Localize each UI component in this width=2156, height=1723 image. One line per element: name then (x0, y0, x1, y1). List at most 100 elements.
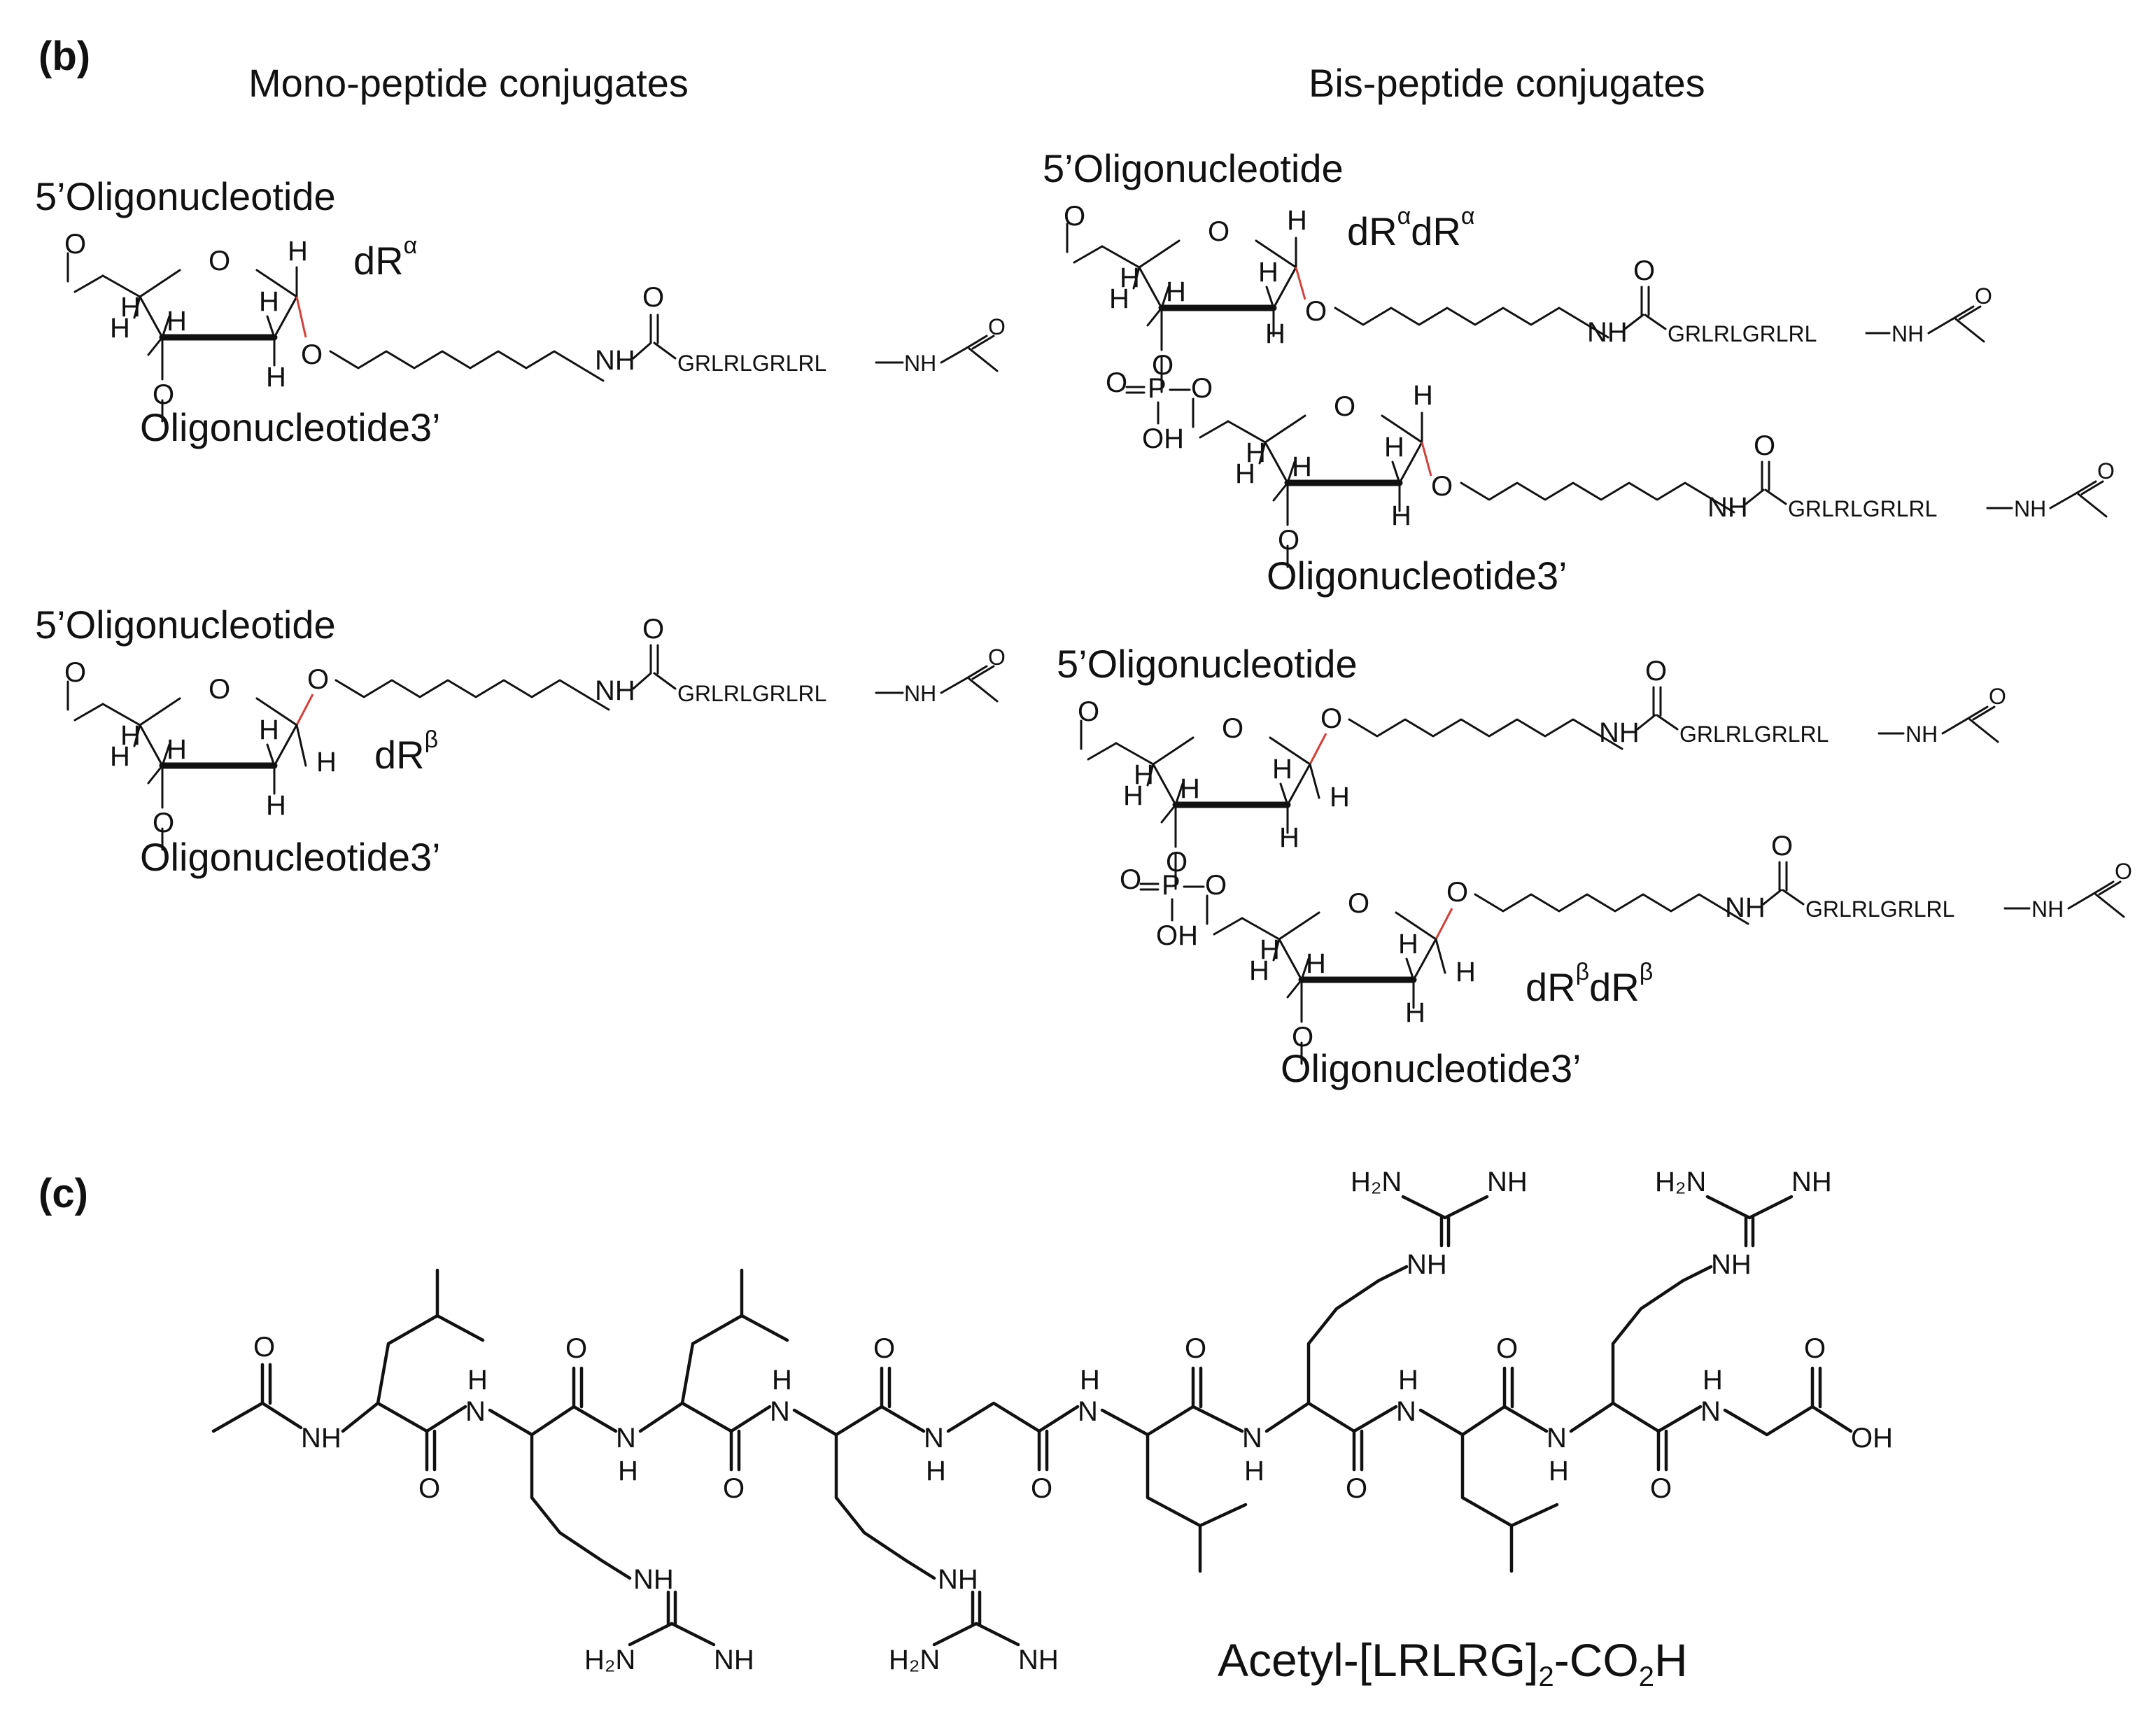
svg-text:N: N (1242, 1423, 1262, 1454)
svg-text:NH: NH (1487, 1167, 1528, 1197)
svg-text:O: O (1305, 296, 1327, 327)
svg-text:P: P (1162, 870, 1181, 901)
svg-text:O: O (1106, 367, 1127, 398)
svg-text:O: O (2115, 859, 2132, 884)
svg-text:H: H (1258, 257, 1278, 288)
svg-text:NH: NH (938, 1564, 978, 1595)
svg-text:O: O (418, 1473, 440, 1504)
svg-text:GRLRLGRLRL: GRLRLGRLRL (1668, 321, 1817, 346)
bis-beta-structure: 5’Oligonucleotide O O H H H H H O O H NH… (1057, 642, 2132, 1090)
svg-text:O: O (209, 246, 230, 276)
svg-text:O: O (1185, 1333, 1206, 1364)
svg-text:NH: NH (1725, 892, 1766, 923)
svg-text:O: O (1292, 1022, 1313, 1053)
svg-text:O: O (1989, 684, 2006, 709)
svg-text:N: N (770, 1396, 790, 1427)
svg-text:O: O (988, 645, 1006, 670)
svg-text:H: H (1120, 262, 1140, 293)
peptide-caption: Acetyl-[LRLRG]2-CO2H (1218, 1634, 1688, 1692)
svg-text:O: O (1031, 1473, 1052, 1504)
svg-text:H: H (1272, 754, 1292, 785)
svg-text:O: O (1496, 1333, 1518, 1364)
svg-text:NH: NH (1018, 1645, 1059, 1675)
nh-atom: NH (595, 345, 635, 376)
svg-text:Oligonucleotide3’: Oligonucleotide3’ (1267, 554, 1567, 598)
svg-text:N: N (616, 1423, 636, 1454)
svg-text:O: O (1278, 525, 1299, 556)
svg-text:O: O (1205, 870, 1227, 901)
svg-text:H: H (110, 313, 130, 344)
svg-text:dRβdRβ: dRβdRβ (1526, 959, 1653, 1009)
svg-text:H: H (1123, 780, 1143, 811)
peptide-acetyl-lrlrg2: O NH O N H O N H O N H O N H O N H O N (211, 1167, 1893, 1675)
svg-text:GRLRLGRLRL: GRLRLGRLRL (1679, 722, 1829, 747)
svg-text:dRβ: dRβ (374, 726, 438, 777)
svg-text:H: H (467, 1365, 488, 1395)
svg-text:H: H (1235, 458, 1255, 489)
svg-text:5’Oligonucleotide: 5’Oligonucleotide (1043, 146, 1344, 190)
svg-text:OH: OH (1142, 423, 1184, 454)
svg-text:H: H (1391, 500, 1411, 531)
svg-text:H: H (266, 790, 286, 821)
svg-text:H: H (266, 362, 286, 393)
svg-text:O: O (153, 379, 174, 410)
svg-text:NH: NH (1891, 321, 1924, 346)
svg-text:NH: NH (2014, 496, 2046, 521)
svg-text:GRLRLGRLRL: GRLRLGRLRL (1805, 896, 1954, 922)
svg-text:P: P (1148, 373, 1167, 404)
peptide-sequence: GRLRLGRLRL (677, 351, 826, 376)
svg-text:dRα: dRα (353, 232, 417, 283)
svg-text:NH: NH (633, 1564, 674, 1595)
svg-text:N: N (1546, 1423, 1567, 1454)
svg-text:NH: NH (1707, 492, 1748, 523)
svg-text:N: N (465, 1396, 486, 1427)
oligo-5-label: 5’Oligonucleotide (35, 174, 336, 218)
svg-text:H: H (1456, 957, 1476, 987)
svg-text:H₂N: H₂N (1655, 1167, 1706, 1197)
svg-text:OH: OH (1156, 920, 1198, 951)
svg-text:H: H (1549, 1456, 1569, 1486)
svg-text:O: O (1222, 713, 1243, 744)
svg-text:H: H (772, 1365, 792, 1395)
svg-text:O: O (1191, 373, 1213, 404)
svg-text:O: O (1120, 864, 1141, 895)
svg-text:O: O (1771, 831, 1793, 862)
svg-text:H: H (1287, 205, 1307, 236)
svg-text:H: H (1080, 1365, 1100, 1395)
svg-text:H: H (1405, 997, 1425, 1028)
svg-text:O: O (209, 674, 230, 705)
svg-text:H₂N: H₂N (889, 1645, 940, 1675)
svg-text:NH: NH (714, 1645, 754, 1675)
mono-beta-label: dR (374, 733, 425, 777)
svg-text:O: O (1166, 847, 1188, 878)
svg-text:O: O (642, 282, 664, 313)
svg-text:N: N (1700, 1396, 1721, 1427)
svg-text:NH: NH (904, 681, 936, 706)
svg-text:H: H (1398, 1365, 1418, 1395)
svg-text:O: O (1633, 255, 1655, 286)
svg-text:O: O (1645, 656, 1667, 687)
svg-text:O: O (1346, 1473, 1367, 1504)
svg-text:H: H (618, 1456, 638, 1486)
svg-text:H: H (1260, 934, 1280, 965)
svg-text:NH: NH (595, 675, 635, 706)
mono-alpha-label: dR (353, 239, 404, 283)
svg-text:O: O (1320, 703, 1342, 734)
svg-text:NH: NH (904, 351, 936, 376)
svg-text:H: H (1413, 380, 1433, 411)
svg-text:OH: OH (1851, 1423, 1893, 1454)
svg-text:NH: NH (2031, 896, 2064, 922)
panel-b-label: (b) (38, 34, 90, 79)
svg-text:O: O (153, 808, 174, 838)
svg-text:H: H (926, 1456, 946, 1486)
svg-text:NH: NH (301, 1423, 341, 1454)
oligo-3-label: Oligonucleotide3’ (140, 405, 441, 449)
svg-text:O: O (1446, 877, 1468, 908)
svg-text:O: O (565, 1333, 587, 1364)
svg-text:H: H (1703, 1365, 1723, 1395)
svg-text:H: H (120, 292, 141, 323)
svg-text:O: O (1348, 888, 1369, 919)
svg-text:O: O (2097, 458, 2115, 484)
svg-text:H: H (1180, 773, 1200, 804)
